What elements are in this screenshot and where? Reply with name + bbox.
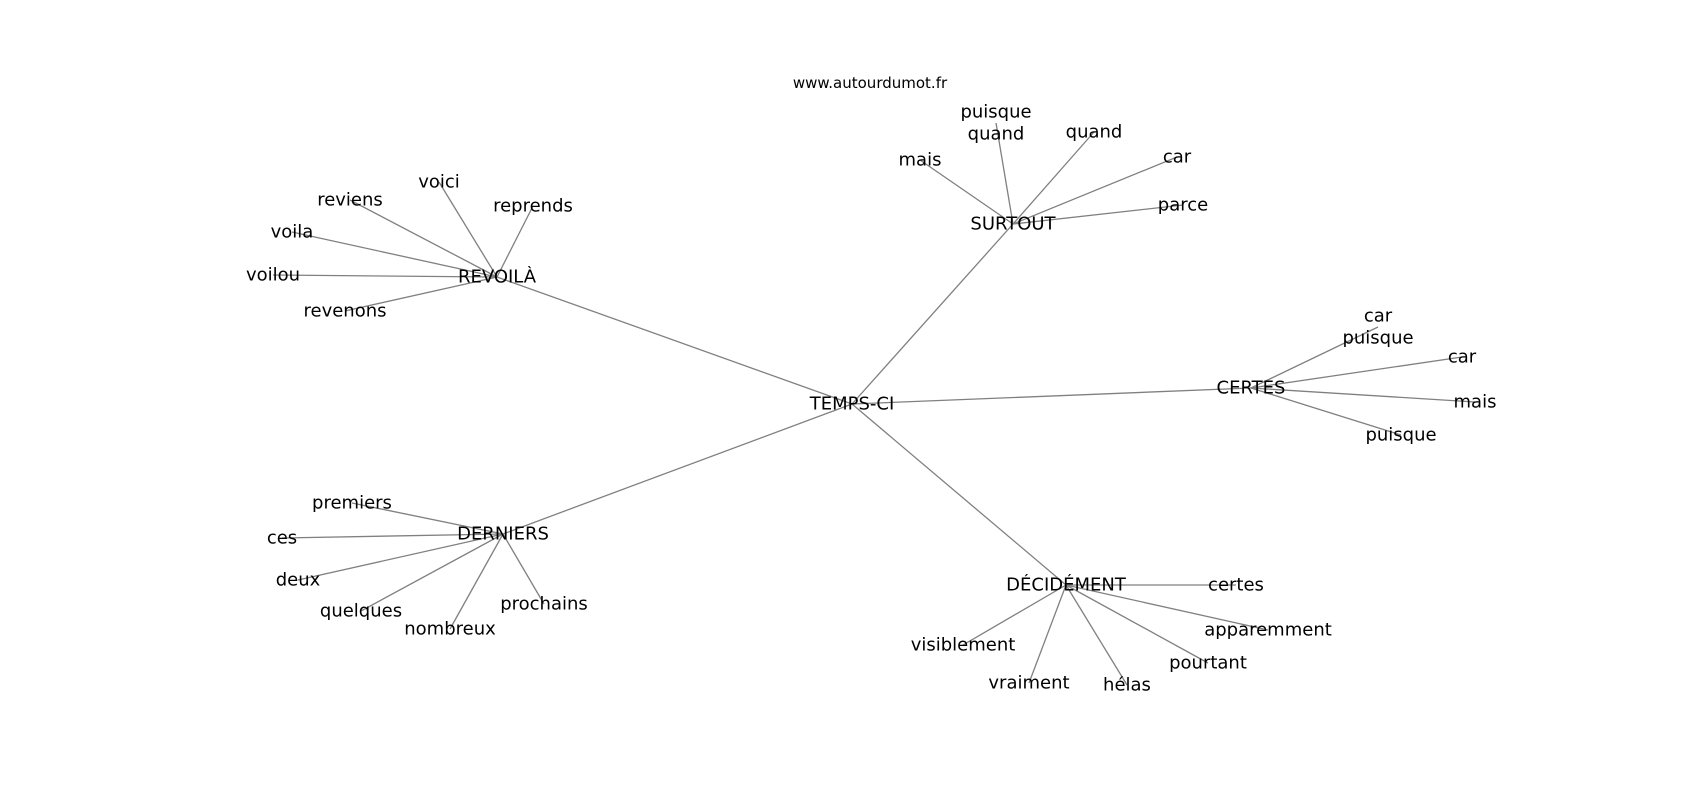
edge-hub-leaf [297,533,504,581]
leaf-node-label: puisque [1365,425,1436,446]
leaf-node-label: quelques [320,601,402,622]
leaf-node-label: ces [267,528,297,549]
edge-center-hub [851,387,1252,405]
hub-node-label: CERTES [1217,378,1286,399]
leaf-node-label: reprends [493,196,573,217]
edge-hub-leaf [349,199,498,278]
edge-hub-leaf [1250,387,1476,403]
edge-hub-leaf [360,533,504,612]
edge-hub-leaf [502,533,545,605]
edge-hub-leaf [438,181,498,278]
leaf-node-label: mais [1454,392,1497,413]
leaf-node-label: mais [899,150,942,171]
edge-center-hub [851,223,1014,405]
leaf-node-label: car [1163,147,1192,168]
leaf-node-label: voilou [246,265,300,286]
edge-hub-leaf [272,274,498,278]
leaf-node-label: hélas [1103,675,1151,696]
edge-hub-leaf [344,276,498,312]
center-node-label: TEMPS-CI [809,394,895,415]
edge-hub-leaf [1065,584,1209,664]
leaf-node-label: car [1448,347,1477,368]
edge-hub-leaf [1012,156,1178,225]
edge-hub-leaf [1028,584,1067,684]
edge-hub-leaf [281,533,504,539]
edge-hub-leaf [1250,356,1463,389]
graph-edges [272,122,1476,686]
leaf-node-label: visiblement [911,635,1016,656]
leaf-node-label: revenons [303,301,386,322]
leaf-node-label: voici [418,172,460,193]
hub-node-label: DÉCIDÉMENT [1006,574,1127,596]
leaf-node-label: deux [276,570,321,591]
hub-node-label: DERNIERS [457,524,549,545]
leaf-node-label: premiers [312,493,392,514]
leaf-node-label: reviens [317,190,383,211]
edge-hub-leaf [1012,204,1184,225]
watermark-text: www.autourdumot.fr [793,74,948,92]
leaf-node-label: nombreux [404,619,496,640]
edge-hub-leaf [1065,584,1269,631]
edge-center-hub [851,403,1067,586]
edge-hub-leaf [995,122,1014,225]
leaf-node-label: prochains [500,594,588,615]
edge-hub-leaf [1250,326,1379,389]
leaf-node-label: parce [1158,195,1208,216]
edge-hub-leaf [496,205,534,278]
leaf-node-label: apparemment [1204,620,1332,641]
edge-hub-leaf [1012,131,1095,225]
leaf-node-label: certes [1208,575,1264,596]
leaf-node-label: quand [1066,122,1123,143]
edge-hub-leaf [291,231,498,278]
edge-hub-leaf [1065,584,1128,686]
edge-hub-leaf [962,584,1067,646]
edge-hub-leaf [919,159,1014,225]
leaf-node-label: pourtant [1169,653,1247,674]
edge-hub-leaf [449,533,504,630]
edge-center-hub [502,403,853,535]
leaf-node-label: voila [271,222,314,243]
hub-node-label: REVOILÀ [458,266,537,288]
edge-center-hub [496,276,853,405]
leaf-node-label: vraiment [988,673,1069,694]
edge-hub-leaf [351,502,504,535]
hub-node-label: SURTOUT [970,214,1056,235]
edge-hub-leaf [1250,387,1402,436]
